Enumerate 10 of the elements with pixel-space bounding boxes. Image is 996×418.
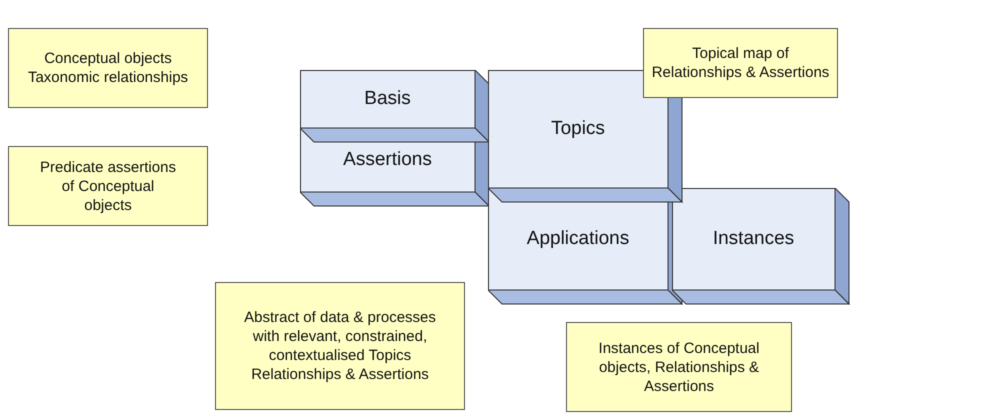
callout-box	[215, 282, 465, 410]
callout-box	[8, 146, 208, 226]
callout-box	[566, 322, 792, 412]
callout-text: Instances of Conceptual objects, Relationships & Assertions	[598, 338, 760, 396]
callout-text: Topical map of Relationships & Assertions	[650, 44, 830, 82]
callout-text: Conceptual objects Taxonomic relationships	[26, 49, 190, 87]
callout-text: Abstract of data & processes with relevant, constrained, contextualised Topics Relationships & Assertions	[243, 308, 437, 384]
callout-text: Predicate assertions of Conceptual objects	[39, 158, 177, 214]
callout-box	[8, 28, 208, 108]
callout-box	[643, 28, 838, 98]
